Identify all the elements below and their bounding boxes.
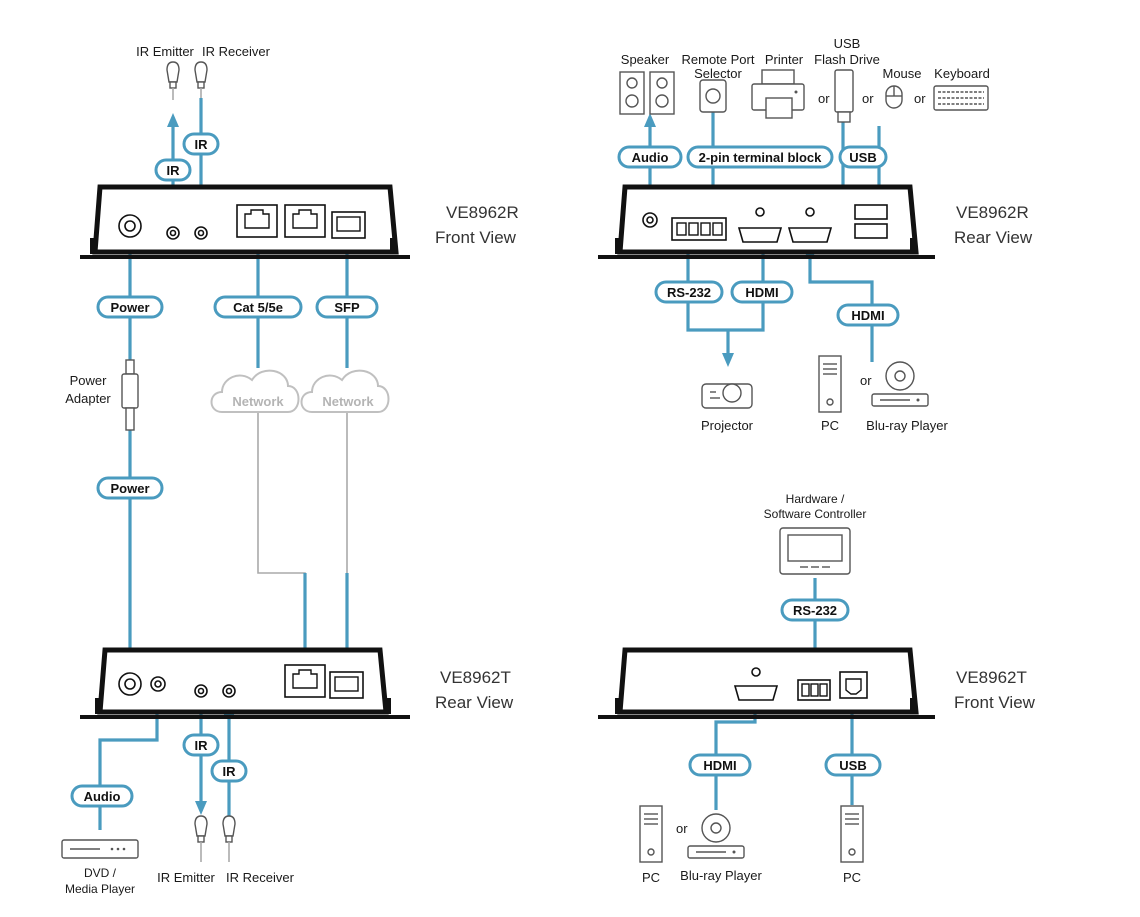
ir-receiver-icon — [194, 61, 208, 89]
ve8962t-front-device — [598, 647, 935, 719]
speaker-icon — [619, 71, 675, 115]
network-link-cat5 — [257, 412, 306, 660]
label-dvd-2: Media Player — [65, 882, 135, 896]
hdmi-in-port — [787, 227, 833, 243]
pc-icon — [840, 805, 864, 863]
label-power-adapter-1: Power — [70, 373, 108, 388]
label-pc-transmitter: PC — [642, 870, 660, 885]
or-pc-bluray-receiver: or — [860, 373, 872, 388]
audio-cable-transmitter — [98, 693, 163, 830]
label-controller-1: Hardware / — [786, 492, 845, 506]
label-projector: Projector — [701, 418, 754, 433]
label-ir-receiver-top: IR — [195, 137, 209, 152]
bluray-player-icon — [871, 361, 929, 407]
or-flash-mouse: or — [862, 91, 874, 106]
label-ir-receiver-bottom: IR Receiver — [226, 870, 295, 885]
label-power-bottom: Power — [110, 481, 149, 496]
label-keyboard: Keyboard — [934, 66, 990, 81]
or-printer-flash: or — [818, 91, 830, 106]
label-bluray-receiver: Blu-ray Player — [866, 418, 948, 433]
ve8962r-rear-device — [598, 184, 935, 259]
label-speaker: Speaker — [621, 52, 670, 67]
hdmi-out-port — [737, 227, 783, 243]
label-ir-emitter-bottom: IR Emitter — [157, 870, 215, 885]
controller-icon — [779, 527, 851, 575]
label-hdmi-projector: HDMI — [745, 285, 778, 300]
label-selector-2: Selector — [694, 66, 742, 81]
label-flash-2: Flash Drive — [814, 52, 880, 67]
label-power-top: Power — [110, 300, 149, 315]
keyboard-icon — [933, 85, 989, 111]
label-sfp: SFP — [334, 300, 360, 315]
label-selector-1: Remote Port — [682, 52, 755, 67]
ir-receiver-icon — [222, 815, 236, 843]
title-ve8962t-front-model: VE8962T — [956, 668, 1027, 687]
label-ir-receiver-bottom: IR — [223, 764, 237, 779]
label-printer: Printer — [765, 52, 804, 67]
or-pc-bluray-transmitter: or — [676, 821, 688, 836]
network-label-cat5: Network — [232, 394, 284, 409]
power-adapter-icon — [121, 359, 139, 431]
terminal-block-port — [671, 217, 727, 241]
bluray-player-icon — [687, 813, 745, 859]
printer-icon — [751, 69, 805, 119]
network-cloud-icon — [210, 369, 300, 413]
ve8962t-rear-device — [80, 647, 410, 719]
usb-port-2 — [854, 223, 888, 239]
ve8962r-front-device — [80, 184, 410, 259]
label-hdmi-receiver-in: HDMI — [851, 308, 884, 323]
label-ir-receiver-top: IR Receiver — [202, 44, 271, 59]
label-controller-2: Software Controller — [764, 507, 867, 521]
device-labels: IR Emitter IR Receiver Power Adapter DVD… — [65, 36, 990, 896]
rj45-port — [284, 664, 326, 698]
network-cloud-icon — [300, 369, 390, 413]
label-usb-receiver: USB — [849, 150, 876, 165]
label-hdmi-transmitter-in: HDMI — [703, 758, 736, 773]
label-bluray-transmitter: Blu-ray Player — [680, 868, 762, 883]
label-ir-emitter-bottom: IR — [195, 738, 209, 753]
label-rs232-receiver: RS-232 — [667, 285, 711, 300]
label-flash-1: USB — [834, 36, 861, 51]
rj45-port — [236, 204, 278, 238]
hdmi-in-port — [733, 685, 779, 701]
label-power-adapter-2: Adapter — [65, 391, 111, 406]
title-ve8962t-rear-view: Rear View — [435, 693, 514, 712]
network-label-sfp: Network — [322, 394, 374, 409]
title-ve8962r-front-model: VE8962R — [446, 203, 519, 222]
view-titles: VE8962R Front View VE8962R Rear View VE8… — [435, 203, 1036, 712]
label-pc-receiver: PC — [821, 418, 839, 433]
label-rs232-transmitter: RS-232 — [793, 603, 837, 618]
label-ir-emitter-top: IR — [167, 163, 181, 178]
pc-icon — [818, 355, 842, 413]
title-ve8962r-rear-view: Rear View — [954, 228, 1033, 247]
pc-icon — [639, 805, 663, 863]
title-ve8962r-rear-model: VE8962R — [956, 203, 1029, 222]
title-ve8962r-front-view: Front View — [435, 228, 517, 247]
dvd-player-icon — [61, 839, 139, 859]
mouse-icon — [885, 85, 903, 109]
ir-emitter-icon — [194, 815, 208, 843]
label-ir-emitter-top: IR Emitter — [136, 44, 194, 59]
label-mouse: Mouse — [882, 66, 921, 81]
title-ve8962t-front-view: Front View — [954, 693, 1036, 712]
usb-flash-drive-icon — [834, 69, 854, 123]
cable-labels: IR IR Power Power Cat 5/5e SFP Audio IR … — [70, 132, 900, 808]
label-audio-transmitter: Audio — [84, 789, 121, 804]
label-usb-transmitter: USB — [839, 758, 866, 773]
or-mouse-keyboard: or — [914, 91, 926, 106]
usb-port-1 — [854, 204, 888, 220]
label-terminal-block: 2-pin terminal block — [699, 150, 823, 165]
projector-icon — [701, 383, 753, 409]
rs232-terminal-port — [797, 679, 831, 701]
label-cat5: Cat 5/5e — [233, 300, 283, 315]
label-audio-receiver: Audio — [632, 150, 669, 165]
remote-port-selector-icon — [699, 79, 727, 113]
label-pc-usb: PC — [843, 870, 861, 885]
title-ve8962t-rear-model: VE8962T — [440, 668, 511, 687]
label-dvd-1: DVD / — [84, 866, 117, 880]
ir-emitter-icon — [166, 61, 180, 89]
